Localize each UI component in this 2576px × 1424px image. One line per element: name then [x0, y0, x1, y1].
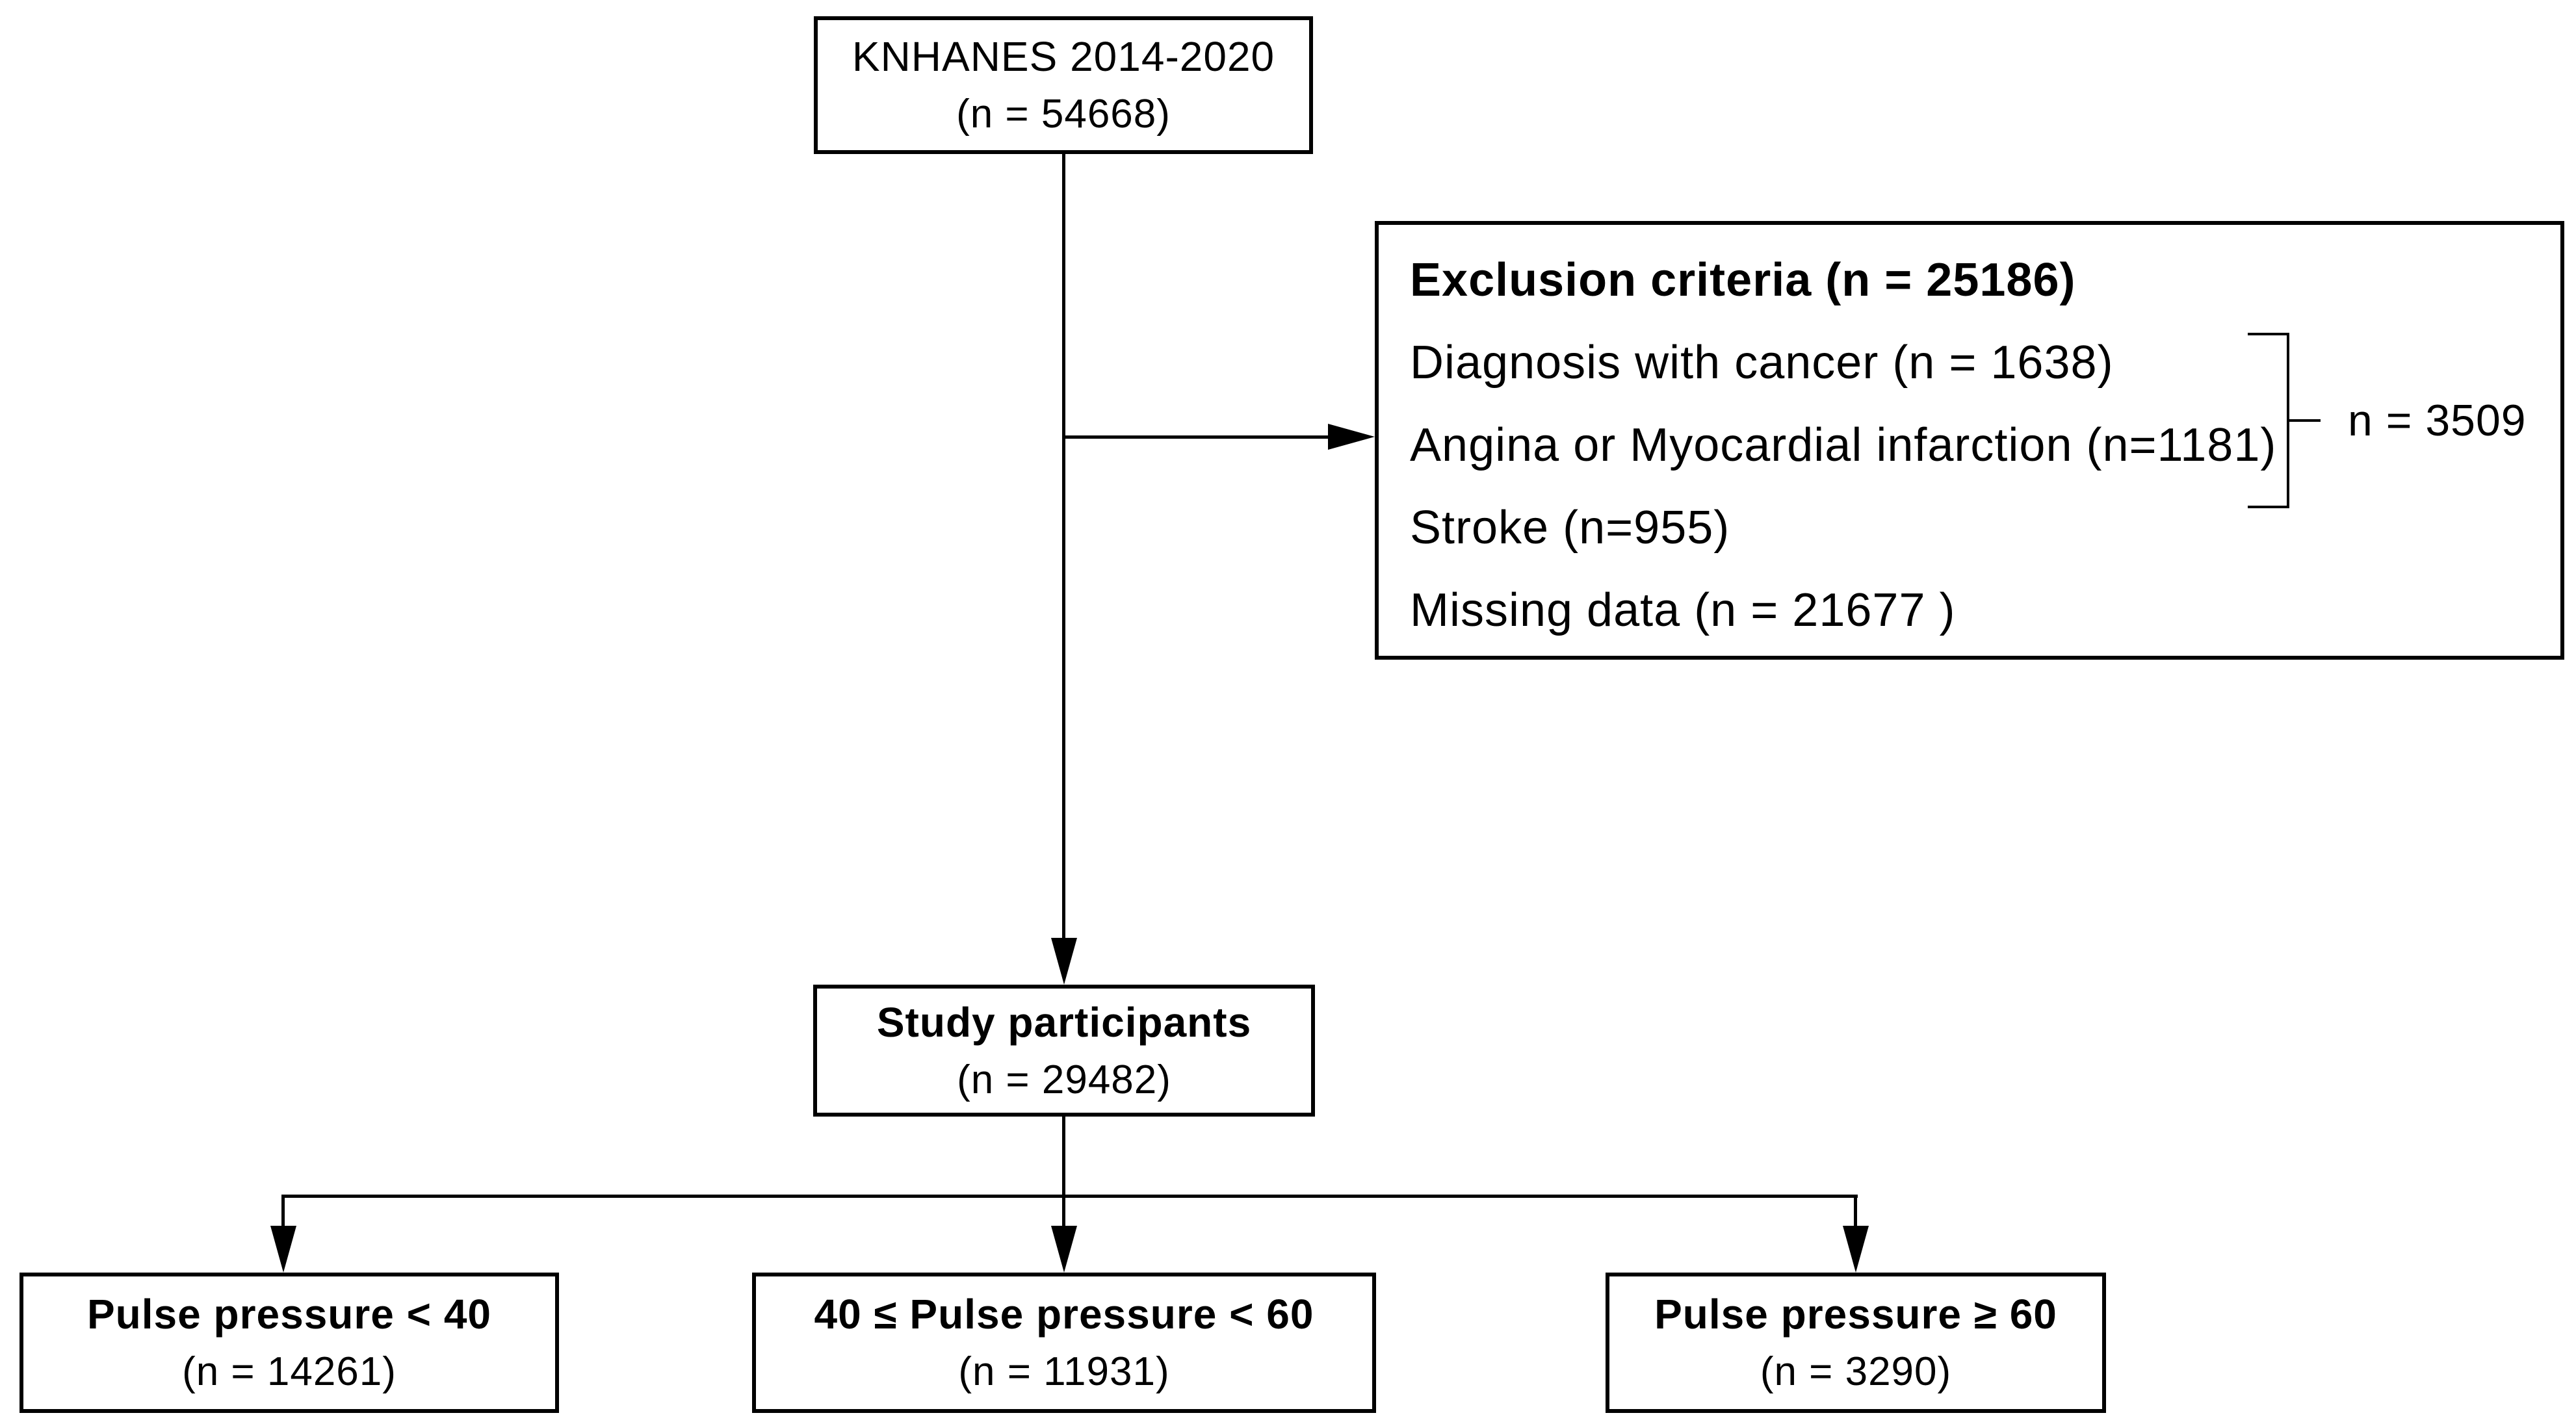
knhanes-title: KNHANES 2014-2020: [852, 33, 1275, 80]
pulse-pressure-mid-title: 40 ≤ Pulse pressure < 60: [814, 1291, 1314, 1338]
study-participants-title: Study participants: [876, 998, 1252, 1046]
bracket-label: n = 3509: [2348, 396, 2527, 445]
arrowhead-right-icon: [1328, 424, 1375, 450]
bracket-bottom-stub: [2248, 506, 2288, 508]
connector-exclusion-horizontal: [1064, 435, 1331, 439]
connector-top-vertical: [1062, 154, 1065, 942]
pulse-pressure-mid-box: 40 ≤ Pulse pressure < 60 (n = 11931): [752, 1273, 1376, 1413]
bracket-mid-tick: [2289, 419, 2321, 422]
arrowhead-down-icon: [1843, 1226, 1869, 1273]
exclusion-item-missing-data: Missing data (n = 21677 ): [1410, 584, 1956, 636]
pulse-pressure-mid-n: (n = 11931): [958, 1349, 1170, 1394]
exclusion-item-stroke: Stroke (n=955): [1410, 502, 1730, 554]
branch-left-vertical: [281, 1196, 285, 1230]
pulse-pressure-high-box: Pulse pressure ≥ 60 (n = 3290): [1606, 1273, 2106, 1413]
arrowhead-down-icon: [1051, 1226, 1077, 1273]
branch-right-vertical: [1854, 1196, 1857, 1230]
knhanes-n: (n = 54668): [956, 92, 1171, 136]
branch-horizontal-line: [281, 1195, 1858, 1198]
study-participants-box: Study participants (n = 29482): [813, 985, 1315, 1117]
exclusion-box: Exclusion criteria (n = 25186) Diagnosis…: [1375, 221, 2564, 660]
bracket-top-stub: [2248, 333, 2288, 335]
arrowhead-down-icon: [1051, 938, 1077, 985]
study-participants-n: (n = 29482): [957, 1057, 1171, 1102]
exclusion-item-angina-mi: Angina or Myocardial infarction (n=1181): [1410, 419, 2277, 471]
pulse-pressure-low-title: Pulse pressure < 40: [86, 1291, 492, 1338]
pulse-pressure-low-box: Pulse pressure < 40 (n = 14261): [20, 1273, 559, 1413]
pulse-pressure-low-n: (n = 14261): [182, 1349, 397, 1394]
arrowhead-down-icon: [270, 1226, 296, 1273]
exclusion-item-cancer: Diagnosis with cancer (n = 1638): [1410, 337, 2114, 389]
pulse-pressure-high-title: Pulse pressure ≥ 60: [1654, 1291, 2057, 1338]
pulse-pressure-high-n: (n = 3290): [1760, 1349, 1952, 1394]
exclusion-heading: Exclusion criteria (n = 25186): [1410, 254, 2076, 306]
connector-study-vertical: [1062, 1117, 1065, 1230]
bracket-vertical: [2287, 333, 2289, 508]
knhanes-box: KNHANES 2014-2020 (n = 54668): [814, 16, 1313, 154]
